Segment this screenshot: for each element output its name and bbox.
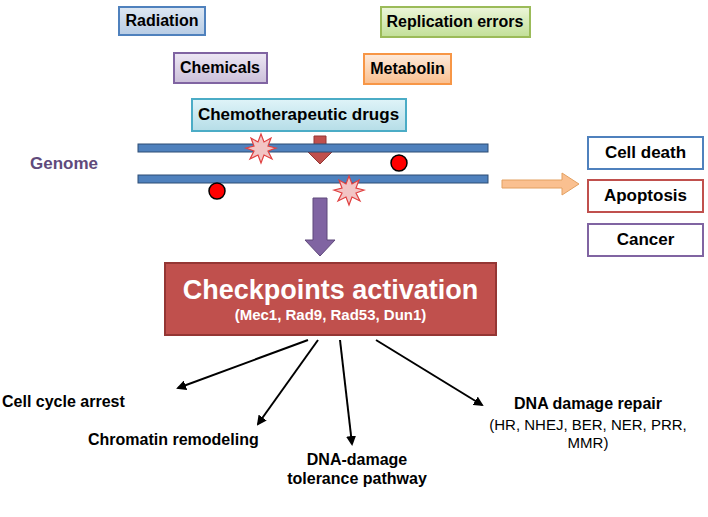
genome-label: Genome xyxy=(30,154,130,174)
node-title: Checkpoints activation xyxy=(183,274,479,306)
response-label: Cell cycle arrest xyxy=(2,392,172,411)
response-arrow xyxy=(340,340,352,444)
node-title: Replication errors xyxy=(387,12,524,31)
source-box: Metabolin xyxy=(363,53,452,85)
source-box: Replication errors xyxy=(380,6,531,38)
dna-lesion xyxy=(209,183,225,199)
node-title: Cell death xyxy=(605,143,686,163)
source-box: Chemotherapeutic drugs xyxy=(191,98,407,132)
node-title: Chemicals xyxy=(180,58,260,77)
node-title: Radiation xyxy=(126,11,199,30)
node-title: Metabolin xyxy=(370,59,445,78)
response-label: Chromatin remodeling xyxy=(88,430,288,449)
dna-break xyxy=(334,176,364,205)
outcome-box: Cancer xyxy=(587,223,704,257)
signal-arrow xyxy=(305,198,335,256)
outcome-arrow xyxy=(502,173,579,195)
source-box: Radiation xyxy=(118,6,206,36)
response-label: DNA-damage tolerance pathway xyxy=(282,450,432,488)
response-arrow xyxy=(376,340,482,405)
node-subtitle: (Mec1, Rad9, Rad53, Dun1) xyxy=(235,306,427,324)
dna-break xyxy=(246,134,276,163)
node-title: Apoptosis xyxy=(604,186,687,206)
response-label: DNA damage repair xyxy=(470,394,706,413)
response-arrow xyxy=(258,340,318,424)
repair-pathways: (HR, NHEJ, BER, NER, PRR, MMR) xyxy=(470,416,706,452)
outcome-box: Apoptosis xyxy=(587,179,704,213)
checkpoint-box: Checkpoints activation(Mec1, Rad9, Rad53… xyxy=(164,262,497,336)
node-title: Chemotherapeutic drugs xyxy=(198,105,399,125)
source-box: Chemicals xyxy=(173,52,268,84)
dna-lesion xyxy=(391,155,407,171)
outcome-box: Cell death xyxy=(587,136,704,170)
dna-strand xyxy=(138,144,488,152)
dna-strand xyxy=(138,175,488,183)
node-title: Cancer xyxy=(617,230,675,250)
